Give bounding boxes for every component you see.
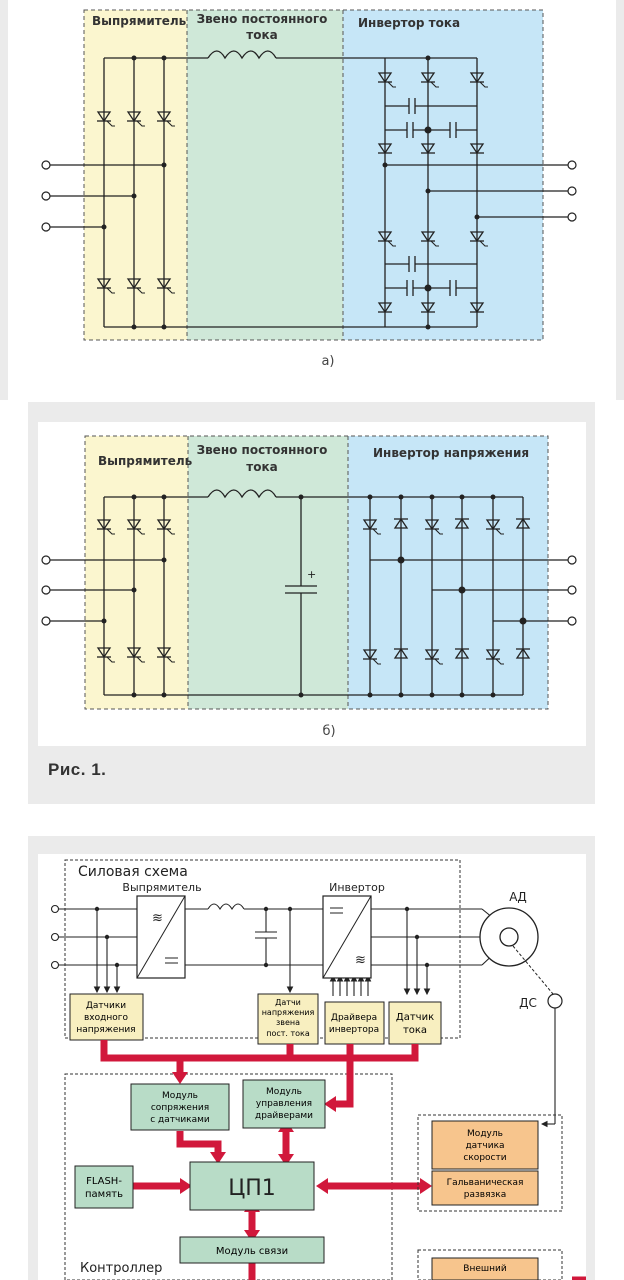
inverter-zone xyxy=(343,10,543,340)
svg-text:Драйвера: Драйвера xyxy=(331,1013,377,1023)
rectifier-label: Выпрямитель xyxy=(122,881,201,894)
dc-link-zone xyxy=(188,436,348,709)
dc-link-label-2: тока xyxy=(246,28,277,42)
svg-text:с датчиками: с датчиками xyxy=(150,1115,210,1125)
svg-text:тока: тока xyxy=(403,1025,427,1036)
input-voltage-sensors-box: Датчики входного напряжения xyxy=(69,993,144,1041)
svg-text:развязка: развязка xyxy=(464,1190,506,1200)
cpu-block: ЦП1 xyxy=(189,1161,315,1211)
svg-text:Внешний: Внешний xyxy=(463,1264,507,1274)
driver-control-module: Модуль управления драйверами xyxy=(242,1079,326,1129)
svg-text:датчика: датчика xyxy=(465,1141,504,1151)
dc-link-label: Звено постоянного xyxy=(197,12,328,26)
svg-text:скорости: скорости xyxy=(463,1153,506,1163)
figure-b-voltage-source-inverter: Выпрямитель Звено постоянного тока Инвер… xyxy=(0,400,624,810)
rectifier-zone xyxy=(85,436,188,709)
speed-sensor-icon xyxy=(547,993,563,1009)
svg-text:Модуль: Модуль xyxy=(467,1129,503,1139)
inverter-zone xyxy=(348,436,548,709)
galvanic-isolation-block: Гальваническая развязка xyxy=(431,1170,539,1206)
svg-text:звена: звена xyxy=(276,1018,300,1027)
inverter-label: Инвертор xyxy=(329,881,385,894)
power-circuit-label: Силовая схема xyxy=(78,864,188,880)
speed-sensor-module: Модуль датчика скорости xyxy=(431,1120,539,1170)
svg-text:FLASH-: FLASH- xyxy=(86,1176,122,1187)
svg-text:Датчики: Датчики xyxy=(86,1001,126,1011)
dc-voltage-sensors-box: Датчи напряжения звена пост. тока xyxy=(257,993,319,1045)
inverter-block: ≋ xyxy=(322,895,372,979)
svg-text:управления: управления xyxy=(256,1099,312,1109)
rectifier-block: ≋ xyxy=(136,895,186,979)
svg-text:≋: ≋ xyxy=(152,911,163,926)
svg-text:≋: ≋ xyxy=(355,953,366,968)
svg-text:ЦП1: ЦП1 xyxy=(228,1176,276,1201)
external-block: Внешний xyxy=(431,1257,539,1280)
svg-text:сопряжения: сопряжения xyxy=(151,1103,209,1113)
speed-sensor-label: ДС xyxy=(519,996,537,1010)
controller-label: Контроллер xyxy=(80,1261,162,1276)
figure-a-current-source-inverter: Выпрямитель Звено постоянного тока Инвер… xyxy=(0,0,624,400)
svg-text:напряжения: напряжения xyxy=(262,1008,315,1017)
dc-link-label-2: тока xyxy=(246,460,277,474)
svg-text:Гальваническая: Гальваническая xyxy=(447,1178,524,1188)
dc-link-zone xyxy=(187,10,343,340)
inverter-label: Инвертор напряжения xyxy=(373,446,529,460)
dc-link-label: Звено постоянного xyxy=(197,443,328,457)
svg-text:инвертора: инвертора xyxy=(329,1025,379,1035)
sensor-interface-module: Модуль сопряжения с датчиками xyxy=(130,1083,230,1131)
inverter-drivers-box: Драйвера инвертора xyxy=(324,1001,385,1045)
rectifier-label: Выпрямитель xyxy=(92,14,187,28)
flash-memory-block: FLASH- память xyxy=(74,1165,134,1209)
svg-text:Датчик: Датчик xyxy=(396,1012,434,1023)
svg-text:пост. тока: пост. тока xyxy=(266,1029,310,1038)
svg-text:Модуль: Модуль xyxy=(162,1091,198,1101)
motor-label: АД xyxy=(509,890,527,904)
svg-text:драйверами: драйверами xyxy=(255,1111,313,1121)
svg-text:память: память xyxy=(85,1189,123,1200)
svg-text:Модуль связи: Модуль связи xyxy=(216,1246,288,1257)
current-sensor-box: Датчик тока xyxy=(388,1001,442,1045)
svg-text:Модуль: Модуль xyxy=(266,1087,302,1097)
communication-module: Модуль связи xyxy=(179,1236,325,1264)
svg-text:Датчи: Датчи xyxy=(275,998,301,1007)
svg-text:напряжения: напряжения xyxy=(76,1025,135,1035)
figure-c-control-block-diagram: Силовая схема Выпрямитель Инвертор АД ДС xyxy=(28,836,595,1280)
svg-text:входного: входного xyxy=(84,1013,128,1023)
figure-a-caption: а) xyxy=(321,354,334,369)
rectifier-label: Выпрямитель xyxy=(98,454,193,468)
figure-b-caption: б) xyxy=(322,724,335,739)
inverter-label: Инвертор тока xyxy=(358,16,460,30)
figure-caption: Рис. 1. xyxy=(48,760,107,779)
capacitor-plus-sign: + xyxy=(307,568,316,581)
